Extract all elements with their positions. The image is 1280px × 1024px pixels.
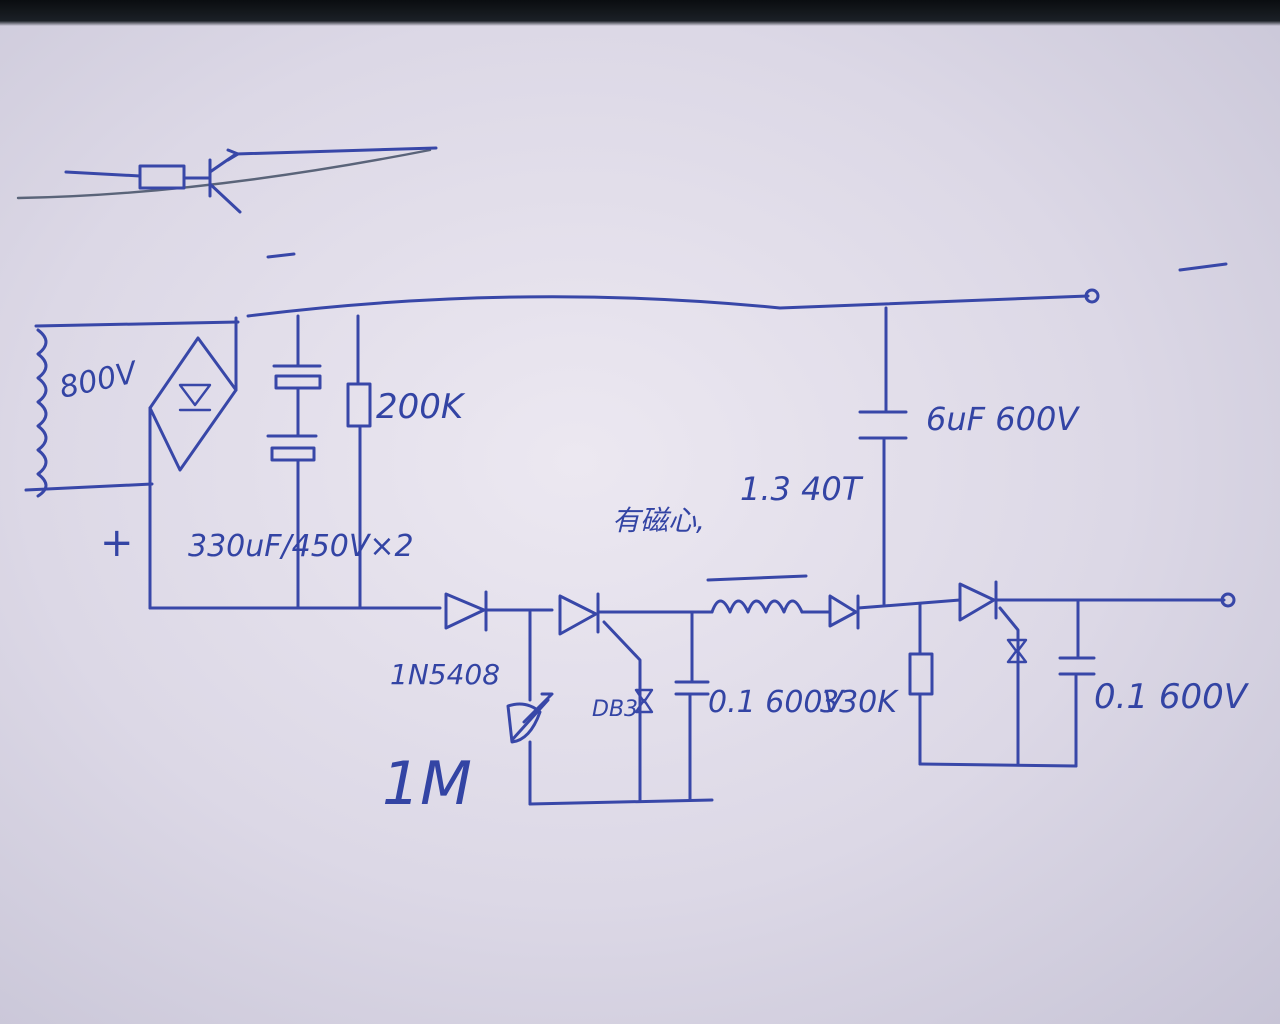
dark-top-edge	[0, 0, 1280, 26]
label-cap-mid: 0.1 600V	[708, 685, 846, 720]
scr-output-icon	[958, 580, 1226, 766]
minus-mark-left	[266, 252, 296, 259]
inset-resistor-icon	[138, 164, 186, 190]
label-diode-part: 1N5408	[390, 658, 500, 691]
diode-1n5408-icon	[444, 590, 554, 632]
label-inductor-note: 有磁心,	[612, 504, 705, 537]
label-cap-out: 0.1 600V	[1094, 677, 1250, 717]
top-rail-wire	[246, 294, 1090, 318]
label-transformer-voltage: 800V	[56, 355, 142, 406]
capacitor-6uf-icon	[858, 306, 908, 606]
left-block-return-wire	[528, 798, 714, 806]
label-pot-value: 1M	[382, 749, 472, 819]
resistor-200k-icon	[346, 314, 372, 610]
inset-transistor-sketch	[16, 146, 438, 214]
label-cap-bank: 330uF/450V×2	[188, 529, 414, 564]
label-plus-sign: +	[100, 520, 134, 566]
bridge-rectifier-icon	[148, 316, 238, 610]
diode-output-icon	[828, 594, 962, 630]
electrolytic-capacitor-icon	[266, 314, 322, 610]
label-cap-top: 6uF 600V	[926, 400, 1080, 438]
inductor-icon	[698, 574, 832, 614]
scr-icon	[558, 592, 702, 802]
label-inductor-turns: 1.3 40T	[740, 470, 864, 508]
output-return-wire	[918, 762, 1078, 768]
capacitor-output-icon	[1058, 600, 1096, 768]
resistor-330k-icon	[908, 602, 934, 766]
top-output-terminal	[1084, 288, 1100, 304]
minus-mark-right	[1178, 262, 1228, 272]
capacitor-mid-icon	[674, 610, 710, 802]
potentiometer-1m-icon	[506, 610, 554, 806]
label-diac: DB3	[592, 697, 638, 722]
label-resistor-200k: 200K	[376, 387, 466, 427]
transformer-coil-icon	[24, 320, 240, 498]
bottom-output-terminal	[1220, 592, 1236, 608]
label-resistor-330k: 330K	[820, 685, 899, 720]
diac-db3-icon	[634, 688, 654, 714]
